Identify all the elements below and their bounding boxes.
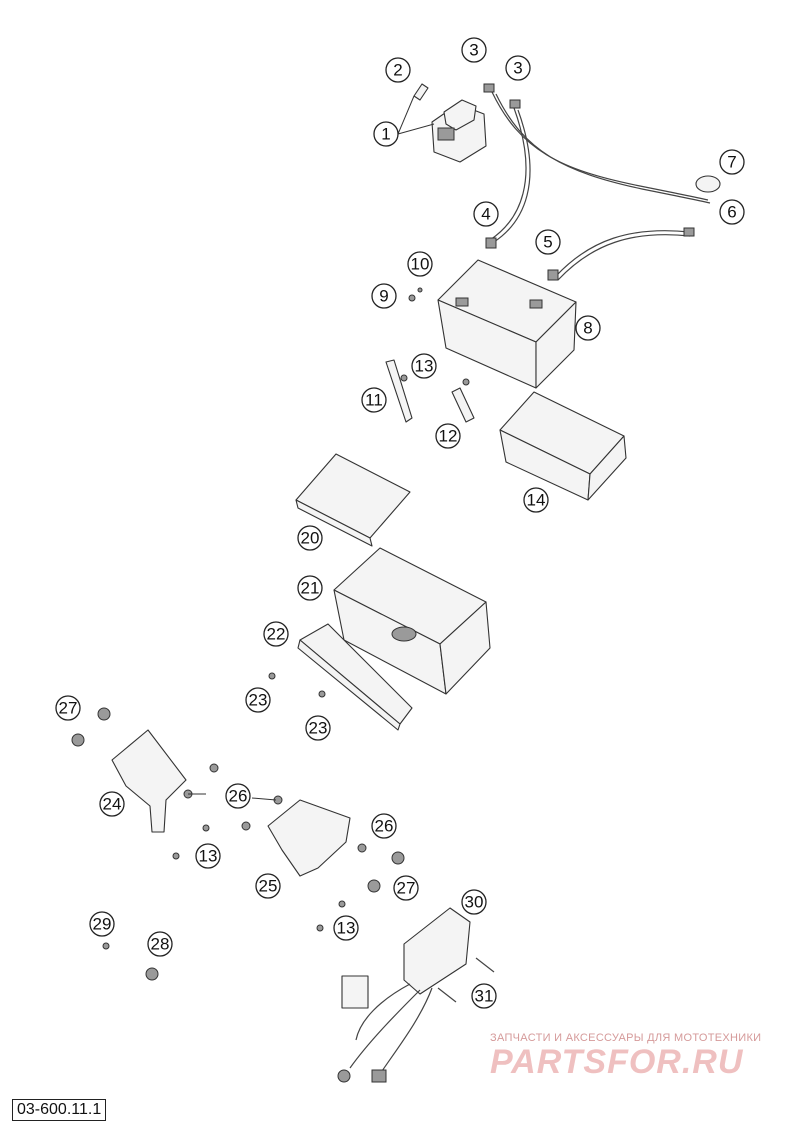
callout-30: 30 bbox=[461, 889, 487, 915]
callout-23b: 23 bbox=[305, 715, 331, 741]
callout-2: 2 bbox=[385, 57, 411, 83]
svg-text:24: 24 bbox=[103, 795, 122, 814]
svg-text:31: 31 bbox=[475, 987, 494, 1006]
drawing-code-label: 03-600.11.1 bbox=[12, 1099, 107, 1121]
svg-text:3: 3 bbox=[513, 59, 522, 78]
callout-20: 20 bbox=[297, 525, 323, 551]
callout-27b: 27 bbox=[393, 875, 419, 901]
brackets-drawing bbox=[111, 729, 351, 877]
watermark: ЗАПЧАСТИ И АКСЕССУАРЫ ДЛЯ МОТОТЕХНИКИ PA… bbox=[490, 1032, 792, 1080]
svg-text:29: 29 bbox=[93, 915, 112, 934]
hardware-drawing bbox=[71, 672, 405, 981]
svg-text:6: 6 bbox=[727, 203, 736, 222]
svg-text:23: 23 bbox=[249, 691, 268, 710]
svg-text:7: 7 bbox=[727, 153, 736, 172]
callout-25: 25 bbox=[255, 873, 281, 899]
cables-drawing bbox=[483, 83, 721, 281]
svg-text:28: 28 bbox=[151, 935, 170, 954]
svg-text:30: 30 bbox=[465, 893, 484, 912]
svg-text:3: 3 bbox=[469, 41, 478, 60]
callout-31: 31 bbox=[471, 983, 497, 1009]
callout-6: 6 bbox=[719, 199, 745, 225]
svg-text:9: 9 bbox=[379, 287, 388, 306]
watermark-logo: PARTSFOR.RU bbox=[490, 1043, 744, 1081]
callout-23a: 23 bbox=[245, 687, 271, 713]
callout-29: 29 bbox=[89, 911, 115, 937]
callout-21: 21 bbox=[297, 575, 323, 601]
svg-text:26: 26 bbox=[375, 817, 394, 836]
callout-13b: 13 bbox=[195, 843, 221, 869]
callout-9: 9 bbox=[371, 283, 397, 309]
watermark-caption: ЗАПЧАСТИ И АКСЕССУАРЫ ДЛЯ МОТОТЕХНИКИ bbox=[490, 1032, 762, 1044]
callout-7: 7 bbox=[719, 149, 745, 175]
svg-text:4: 4 bbox=[481, 205, 490, 224]
svg-text:11: 11 bbox=[365, 391, 383, 410]
svg-text:13: 13 bbox=[415, 357, 434, 376]
svg-text:10: 10 bbox=[411, 255, 430, 274]
svg-text:26: 26 bbox=[229, 787, 248, 806]
svg-text:8: 8 bbox=[583, 319, 592, 338]
leader-lines bbox=[188, 95, 435, 801]
callout-3b: 3 bbox=[505, 55, 531, 81]
callout-13a: 13 bbox=[411, 353, 437, 379]
svg-text:22: 22 bbox=[267, 625, 286, 644]
callout-8: 8 bbox=[575, 315, 601, 341]
starter-relay-drawing bbox=[413, 83, 487, 163]
battery-clamps-drawing bbox=[385, 287, 475, 423]
battery-drawing bbox=[437, 259, 577, 389]
svg-text:13: 13 bbox=[337, 919, 356, 938]
callout-26a: 26 bbox=[225, 783, 251, 809]
svg-text:12: 12 bbox=[439, 427, 458, 446]
svg-text:14: 14 bbox=[527, 491, 546, 510]
svg-text:13: 13 bbox=[199, 847, 218, 866]
cover-plate-drawing bbox=[295, 453, 411, 547]
box-side-plate-drawing bbox=[297, 623, 413, 731]
svg-text:5: 5 bbox=[543, 233, 552, 252]
svg-text:27: 27 bbox=[397, 879, 416, 898]
svg-text:27: 27 bbox=[59, 699, 78, 718]
battery-tray-drawing bbox=[499, 391, 627, 501]
callout-27a: 27 bbox=[55, 695, 81, 721]
callout-11: 11 bbox=[361, 387, 387, 413]
callout-5: 5 bbox=[535, 229, 561, 255]
callout-12: 12 bbox=[435, 423, 461, 449]
svg-text:25: 25 bbox=[259, 877, 278, 896]
callout-28: 28 bbox=[147, 931, 173, 957]
callout-10: 10 bbox=[407, 251, 433, 277]
svg-text:21: 21 bbox=[301, 579, 320, 598]
callout-14: 14 bbox=[523, 487, 549, 513]
svg-text:23: 23 bbox=[309, 719, 328, 738]
callout-24: 24 bbox=[99, 791, 125, 817]
callout-4: 4 bbox=[473, 201, 499, 227]
regulator-drawing bbox=[337, 907, 495, 1083]
callout-26b: 26 bbox=[371, 813, 397, 839]
callout-3a: 3 bbox=[461, 37, 487, 63]
callout-1: 1 bbox=[373, 121, 399, 147]
callout-22: 22 bbox=[263, 621, 289, 647]
svg-text:1: 1 bbox=[381, 125, 390, 144]
callout-13c: 13 bbox=[333, 915, 359, 941]
svg-text:20: 20 bbox=[301, 529, 320, 548]
svg-text:2: 2 bbox=[393, 61, 402, 80]
battery-box-drawing bbox=[333, 547, 491, 695]
